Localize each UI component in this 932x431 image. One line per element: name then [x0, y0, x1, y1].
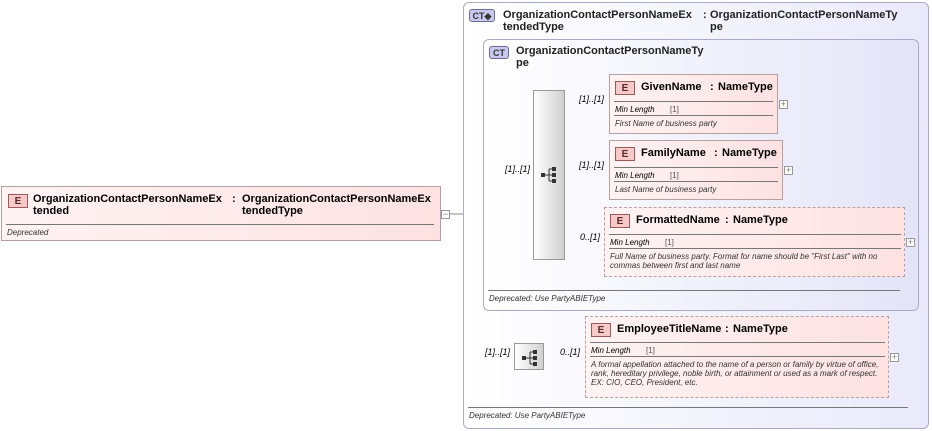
outer-type-name-line2: tendedType: [503, 21, 564, 33]
element-type: NameType: [718, 81, 773, 93]
element-box-employeetitlename[interactable]: E EmployeeTitleName : NameType Min Lengt…: [585, 316, 889, 398]
element-multiplicity-label: [1]..[1]: [579, 94, 605, 104]
element-name: FamilyName: [641, 147, 706, 159]
divider: [590, 342, 885, 343]
facet-value: [1]: [670, 171, 679, 180]
sequence-icon: [541, 167, 556, 183]
element-documentation: First Name of business party: [615, 119, 717, 128]
element-type-separator: :: [714, 147, 718, 159]
expand-toggle-icon[interactable]: +: [890, 352, 899, 362]
divider: [614, 115, 773, 116]
element-type: NameType: [722, 147, 777, 159]
element-box-familyname[interactable]: E FamilyName : NameType Min Length [1] L…: [609, 140, 783, 200]
root-element-name-line1: OrganizationContactPersonNameEx: [33, 193, 222, 205]
element-type-separator: :: [710, 81, 714, 93]
element-multiplicity-label: 0..[1]: [580, 232, 601, 242]
element-type-separator: :: [725, 214, 729, 226]
outer-type-base: OrganizationContactPersonNameTy pe: [710, 9, 920, 33]
outer-type-deprecated-note: Deprecated: Use PartyABIEType: [469, 411, 586, 420]
expand-toggle-icon[interactable]: +: [784, 165, 793, 175]
element-badge: E: [8, 194, 28, 208]
divider: [609, 248, 901, 249]
divider: [590, 356, 885, 357]
outer-type-base-line1: OrganizationContactPersonNameTy: [710, 9, 898, 21]
element-name: GivenName: [641, 81, 702, 93]
divider: [488, 290, 900, 291]
root-element-type: OrganizationContactPersonNameEx tendedTy…: [242, 193, 442, 217]
sequence-multiplicity-label: [1]..[1]: [505, 164, 531, 174]
collapse-toggle-icon[interactable]: −: [441, 209, 450, 219]
element-badge: E: [615, 81, 635, 95]
element-documentation: Last Name of business party: [615, 185, 717, 194]
element-documentation: A formal appellation attached to the nam…: [591, 360, 879, 387]
outer-type-name: OrganizationContactPersonNameEx tendedTy…: [503, 9, 703, 33]
element-name: EmployeeTitleName: [617, 323, 722, 335]
element-box-formattedname[interactable]: E FormattedName : NameType Min Length [1…: [604, 207, 905, 277]
facet-label: Min Length: [615, 105, 655, 114]
complex-type-badge: CT: [489, 46, 509, 59]
outer-sequence-multiplicity-label: [1]..[1]: [485, 347, 511, 357]
sequence-compositor[interactable]: [533, 90, 565, 260]
root-deprecated-note: Deprecated: [7, 228, 49, 237]
complex-type-extension-badge: CT◆: [469, 9, 495, 22]
element-badge: E: [610, 214, 630, 228]
element-badge: E: [591, 323, 611, 337]
root-element-type-line1: OrganizationContactPersonNameEx: [242, 193, 431, 205]
element-type-separator: :: [725, 323, 729, 335]
expand-toggle-icon[interactable]: +: [906, 237, 915, 247]
facet-value: [1]: [665, 238, 674, 247]
element-name: FormattedName: [636, 214, 720, 226]
element-type: NameType: [733, 214, 788, 226]
element-badge: E: [615, 147, 635, 161]
divider: [614, 167, 778, 168]
facet-label: Min Length: [610, 238, 650, 247]
divider: [6, 224, 434, 225]
root-element-type-line2: tendedType: [242, 205, 303, 217]
sequence-icon: [522, 350, 537, 366]
inner-type-name-line1: OrganizationContactPersonNameTy: [516, 45, 704, 57]
divider: [614, 101, 773, 102]
root-element-box[interactable]: E OrganizationContactPersonNameEx tended…: [1, 186, 441, 241]
root-element-name: OrganizationContactPersonNameEx tended: [33, 193, 233, 217]
sequence-compositor[interactable]: [514, 343, 544, 370]
divider: [614, 181, 778, 182]
inner-type-name-line2: pe: [516, 57, 529, 69]
facet-value: [1]: [646, 346, 655, 355]
facet-label: Min Length: [615, 171, 655, 180]
element-type: NameType: [733, 323, 788, 335]
outer-type-name-line1: OrganizationContactPersonNameEx: [503, 9, 692, 21]
root-element-name-line2: tended: [33, 205, 70, 217]
facet-label: Min Length: [591, 346, 631, 355]
element-box-givenname[interactable]: E GivenName : NameType Min Length [1] Fi…: [609, 74, 778, 134]
inner-type-deprecated-note: Deprecated: Use PartyABIEType: [489, 294, 606, 303]
root-type-separator: :: [232, 193, 236, 205]
divider: [468, 407, 908, 408]
outer-type-base-line2: pe: [710, 21, 723, 33]
element-multiplicity-label: 0..[1]: [560, 347, 581, 357]
facet-value: [1]: [670, 105, 679, 114]
expand-toggle-icon[interactable]: +: [779, 99, 788, 109]
divider: [609, 234, 901, 235]
inner-type-name: OrganizationContactPersonNameTy pe: [516, 45, 746, 69]
element-documentation: Full Name of business party. Format for …: [610, 252, 878, 270]
outer-type-separator: :: [703, 9, 707, 21]
element-multiplicity-label: [1]..[1]: [579, 160, 605, 170]
